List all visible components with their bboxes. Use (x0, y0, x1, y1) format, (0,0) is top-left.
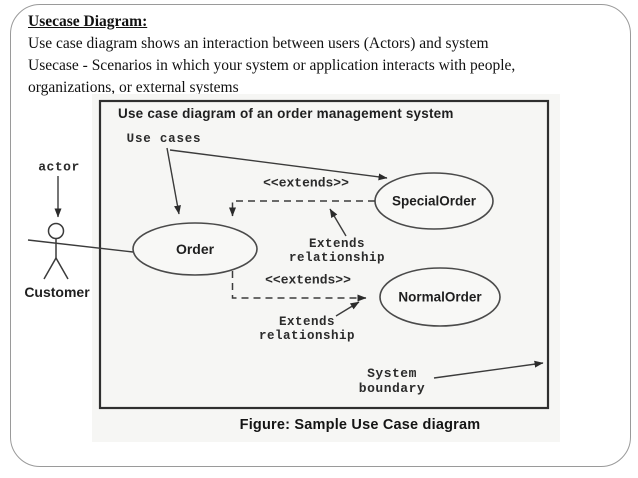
system-boundary-annotation: System boundary (359, 366, 425, 396)
slide-description-line: Usecase - Scenarios in which your system… (28, 57, 516, 74)
extends-relationship-line1: Extends (308, 237, 366, 251)
normal-order-usecase-label: NormalOrder (398, 289, 482, 305)
slide-frame (10, 4, 631, 467)
order-ellipse (132, 222, 258, 276)
extends-relationship-pointer-2 (335, 301, 360, 317)
use-cases-pointer-to-special-order (169, 149, 388, 181)
extends-dashed-arrow-special-to-order (229, 200, 375, 217)
actor-figure (43, 222, 69, 280)
slide-title: Usecase Diagram: (28, 13, 148, 30)
extends-relationship-line2: relationship (288, 251, 386, 265)
extends-relationship-line2: relationship (258, 329, 356, 343)
system-boundary-box (98, 99, 550, 410)
order-usecase-label: Order (175, 241, 215, 257)
special-order-usecase-label: SpecialOrder (391, 193, 477, 209)
actor-order-association-line (27, 239, 134, 253)
slide-description-line: Use case diagram shows an interaction be… (28, 35, 489, 52)
diagram-box-title: Use case diagram of an order management … (118, 106, 454, 121)
slide-header: Usecase Diagram: Use case diagram shows … (28, 11, 588, 99)
customer-actor-name: Customer (24, 284, 90, 300)
actor-leg-right (55, 257, 69, 280)
system-boundary-line1: System (367, 366, 417, 381)
actor-annotation: actor (38, 159, 80, 175)
system-boundary-pointer (433, 360, 544, 379)
extends-stereotype-2: <<extends>> (265, 272, 351, 288)
extends-relationship-pointer-1 (329, 208, 347, 237)
slide-description-line: organizations, or external systems (28, 79, 239, 96)
system-boundary-line2: boundary (358, 381, 426, 396)
normal-order-ellipse (379, 267, 501, 327)
use-cases-annotation: Use cases (126, 132, 202, 146)
use-cases-pointer-to-order (166, 147, 181, 215)
extends-relationship-annotation-1: Extends relationship (289, 237, 385, 265)
actor-head (47, 222, 65, 240)
figure-caption: Figure: Sample Use Case diagram (239, 417, 481, 433)
extends-relationship-annotation-2: Extends relationship (259, 315, 355, 343)
actor-leg-left (43, 257, 57, 280)
extends-stereotype-1: <<extends>> (263, 175, 349, 191)
extends-relationship-line1: Extends (278, 315, 336, 329)
extends-dashed-arrow-order-to-normal (231, 271, 367, 302)
